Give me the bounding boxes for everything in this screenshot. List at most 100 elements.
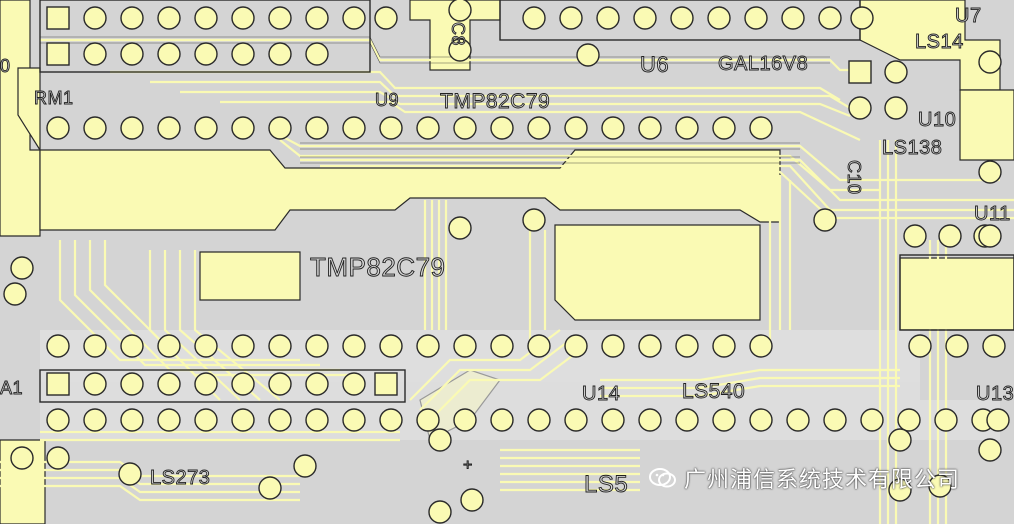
round-pad (564, 334, 588, 358)
round-pad (258, 476, 282, 500)
round-pad (194, 6, 218, 30)
round-pad (268, 6, 292, 30)
round-pad (157, 372, 181, 396)
round-pad (83, 408, 107, 432)
round-pad (490, 408, 514, 432)
round-pad (786, 408, 810, 432)
round-pad (120, 408, 144, 432)
round-pad (490, 116, 514, 140)
round-pad (120, 372, 144, 396)
round-pad (884, 60, 908, 84)
silkscreen-label-tmp82c79-main: TMP82C79 (310, 252, 446, 282)
round-pad (305, 116, 329, 140)
round-pad (305, 334, 329, 358)
round-pad (453, 408, 477, 432)
round-pad (157, 116, 181, 140)
round-pad (305, 6, 329, 30)
round-pad (374, 6, 398, 30)
round-pad (670, 6, 694, 30)
round-pad (83, 6, 107, 30)
round-pad (781, 6, 805, 30)
silkscreen-label-u13: U13 (976, 383, 1014, 405)
round-pad (305, 408, 329, 432)
round-pad (601, 408, 625, 432)
round-pad (527, 408, 551, 432)
round-pad (268, 372, 292, 396)
round-pad (978, 160, 1002, 184)
round-pad (231, 42, 255, 66)
silkscreen-label-ls540: LS540 (682, 380, 745, 403)
round-pad (10, 256, 34, 280)
round-pad (934, 408, 958, 432)
round-pad (379, 408, 403, 432)
round-pad (231, 334, 255, 358)
round-pad (268, 42, 292, 66)
round-pad (884, 96, 908, 120)
round-pad (675, 116, 699, 140)
round-pad (194, 372, 218, 396)
round-pad (638, 408, 662, 432)
round-pad (559, 6, 583, 30)
round-pad (428, 428, 452, 452)
silkscreen-label-u6: U6 (640, 52, 669, 77)
round-pad (416, 408, 440, 432)
round-pad (416, 116, 440, 140)
round-pad (848, 96, 872, 120)
silkscreen-label-c8: C8 (448, 22, 468, 46)
round-pad (342, 372, 366, 396)
silkscreen-label-u7: U7 (955, 5, 982, 27)
round-pad (305, 42, 329, 66)
round-pad (978, 224, 1002, 248)
round-pad (448, 216, 472, 240)
square-pad (848, 60, 872, 84)
round-pad (638, 334, 662, 358)
round-pad (268, 408, 292, 432)
silkscreen-label-ls14: LS14 (915, 31, 964, 53)
round-pad (120, 6, 144, 30)
round-pad (157, 408, 181, 432)
round-pad (712, 334, 736, 358)
round-pad (194, 408, 218, 432)
round-pad (342, 334, 366, 358)
round-pad (46, 408, 70, 432)
round-pad (379, 334, 403, 358)
round-pad (379, 116, 403, 140)
round-pad (978, 50, 1002, 74)
round-pad (576, 43, 600, 67)
round-pad (83, 42, 107, 66)
silkscreen-label-a1: A1 (0, 378, 23, 398)
round-pad (928, 474, 952, 498)
round-pad (83, 334, 107, 358)
round-pad (231, 408, 255, 432)
silkscreen-label-ls5: LS5 (584, 471, 628, 498)
round-pad (268, 116, 292, 140)
square-pad (374, 372, 398, 396)
round-pad (120, 116, 144, 140)
silkscreen-label-o-left: 0 (0, 56, 11, 76)
round-pad (601, 116, 625, 140)
round-pad (157, 334, 181, 358)
round-pad (453, 334, 477, 358)
round-pad (564, 116, 588, 140)
round-pad (888, 478, 912, 502)
round-pad (675, 334, 699, 358)
round-pad (888, 428, 912, 452)
round-pad (527, 334, 551, 358)
round-pad (3, 282, 27, 306)
round-pad (707, 6, 731, 30)
round-pad (596, 6, 620, 30)
silkscreen-label-u10: U10 (918, 109, 956, 131)
round-pad (818, 6, 842, 30)
silkscreen-label-u9: U9 (375, 90, 399, 110)
round-pad (712, 116, 736, 140)
round-pad (448, 38, 472, 62)
round-pad (231, 372, 255, 396)
silkscreen-label-plus: + (463, 457, 473, 474)
round-pad (749, 408, 773, 432)
round-pad (194, 42, 218, 66)
silkscreen-label-rm1: RM1 (34, 88, 74, 108)
round-pad (416, 334, 440, 358)
round-pad (986, 408, 1010, 432)
